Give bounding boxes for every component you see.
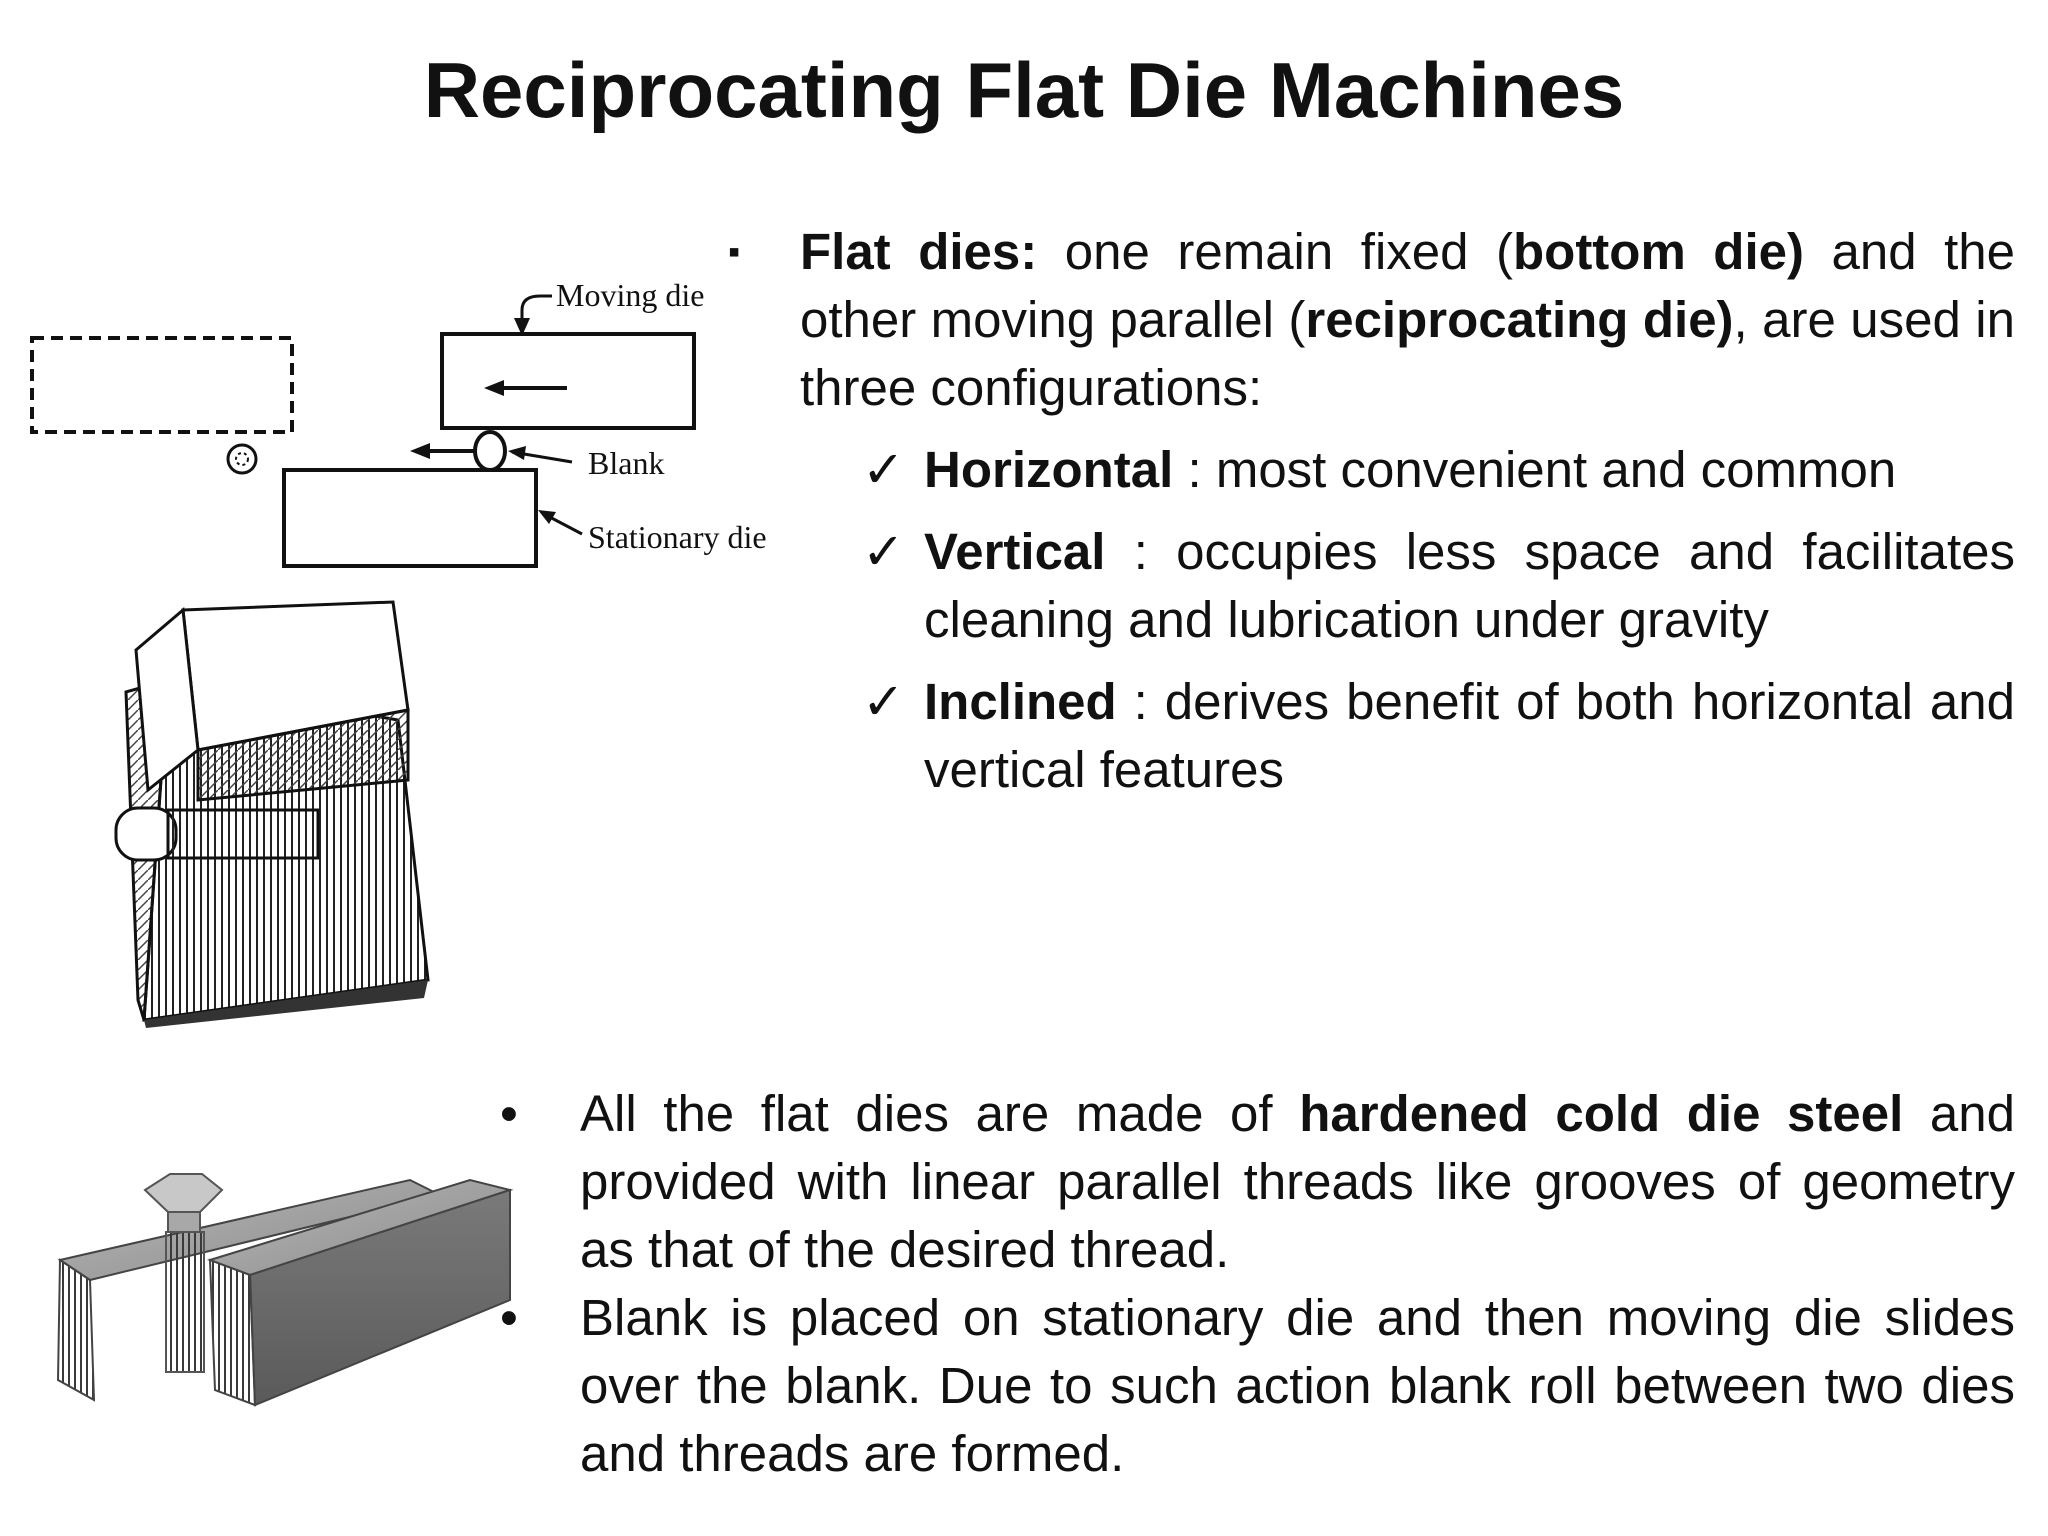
flat-dies-section: ▪ Flat dies: one remain fixed (bottom di… (720, 218, 2015, 818)
flat-die-photo (50, 1140, 520, 1410)
flat-die-sketch (108, 600, 438, 1030)
moving-die-label: Moving die (556, 277, 704, 313)
config-name: Inclined (924, 673, 1117, 730)
slide-title: Reciprocating Flat Die Machines (423, 46, 1625, 134)
blank-start-circle (226, 443, 258, 475)
config-name: Vertical (924, 523, 1106, 580)
reciprocating-die-term: reciprocating die) (1305, 291, 1734, 348)
note-text-1: All the flat dies are made of (580, 1085, 1300, 1142)
configurations-list: ✓ Horizontal : most convenient and common… (720, 436, 2015, 804)
square-bullet: ▪ (728, 233, 741, 271)
config-item-inclined: ✓ Inclined : derives benefit of both hori… (862, 668, 2015, 804)
blank-label: Blank (588, 445, 664, 481)
dashed-die-outline (30, 336, 294, 434)
flat-die-schematic: Moving die Blank Stationary die (22, 262, 792, 580)
note-text-1: Blank is placed on stationary die and th… (580, 1289, 2015, 1482)
flat-dies-text-3: , are used in three configurations: (800, 291, 2015, 416)
config-name: Horizontal (924, 441, 1174, 498)
flat-dies-text-2: and the other moving parallel ( (800, 223, 2016, 348)
flat-dies-item: ▪ Flat dies: one remain fixed (bottom di… (720, 218, 2015, 422)
check-icon: ✓ (862, 441, 905, 498)
config-item-horizontal: ✓ Horizontal : most convenient and common (862, 436, 2015, 504)
blank-circle (473, 430, 507, 472)
check-icon: ✓ (862, 523, 905, 580)
config-item-vertical: ✓ Vertical : occupies less space and faci… (862, 518, 2015, 654)
stationary-die (282, 468, 538, 568)
note-item-material: • All the flat dies are made of hardened … (500, 1080, 2015, 1284)
config-desc: : most convenient and common (1173, 441, 1897, 498)
stationary-die-label: Stationary die (588, 519, 767, 555)
bottom-die-term: bottom die) (1513, 223, 1804, 280)
moving-die (440, 332, 696, 430)
notes-section: • All the flat dies are made of hardened … (500, 1080, 2015, 1488)
note-text-2: and provided with linear parallel thread… (580, 1085, 2016, 1278)
config-desc: : occupies less space and facilitates cl… (924, 523, 2015, 648)
bolt-shank (165, 1231, 205, 1373)
check-icon: ✓ (862, 673, 905, 730)
flat-dies-lead: Flat dies: (800, 223, 1038, 280)
note-item-process: • Blank is placed on stationary die and t… (500, 1284, 2015, 1488)
bullet-dot: • (500, 1289, 518, 1346)
bullet-dot: • (500, 1085, 518, 1142)
config-desc: : derives benefit of both horizontal and… (924, 673, 2015, 798)
bolt-head (143, 1173, 224, 1213)
die-steel-term: hardened cold die steel (1299, 1085, 1904, 1142)
flat-dies-text-1: one remain fixed ( (1037, 223, 1514, 280)
